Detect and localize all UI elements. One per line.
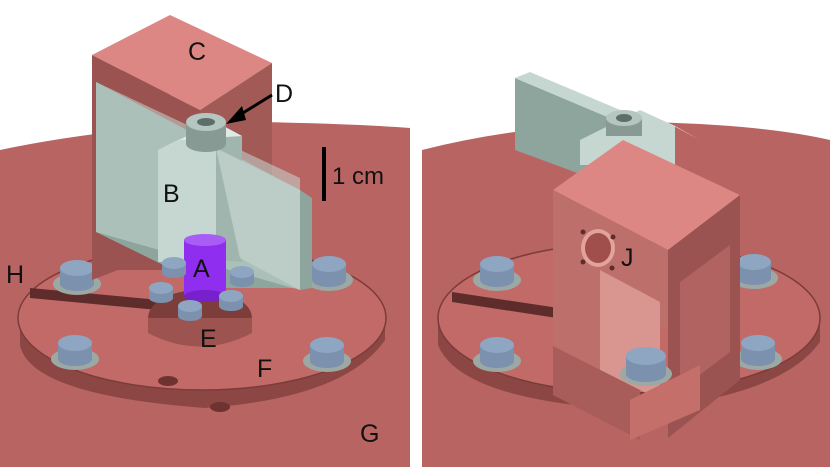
sample-a: [184, 234, 226, 302]
label-f: F: [257, 355, 272, 383]
screw-d: [186, 113, 226, 152]
scale-bar-label: 1 cm: [332, 163, 384, 190]
panel-divider: [410, 0, 422, 467]
label-a: A: [193, 255, 210, 283]
stage-screws-left: [51, 256, 353, 372]
plate-b: [96, 82, 312, 290]
label-b: B: [163, 180, 180, 208]
block-j: [553, 140, 740, 440]
recess-screws: [149, 257, 254, 321]
right-panel: J: [422, 72, 830, 467]
left-panel: 1 cm C D B A H E F G: [0, 15, 410, 467]
label-h: H: [6, 261, 24, 289]
label-e: E: [200, 325, 217, 353]
slot-right: [452, 292, 585, 322]
label-j: J: [621, 244, 634, 272]
plate-b-right: [515, 72, 700, 185]
label-d: D: [275, 80, 293, 108]
arrow-d: [226, 93, 273, 124]
label-c: C: [188, 38, 206, 66]
scale-bar: 1 cm: [322, 147, 384, 201]
label-g: G: [360, 420, 379, 448]
slot-h: [30, 288, 160, 310]
